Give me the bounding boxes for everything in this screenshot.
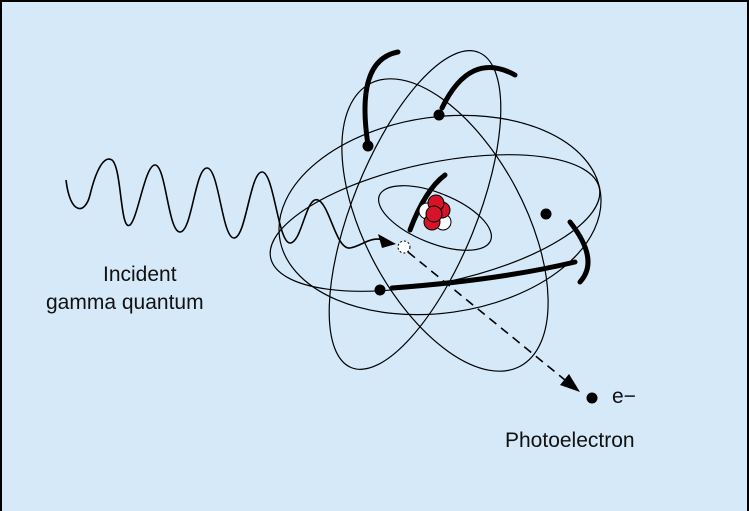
orbit-bold-top-right [442, 67, 515, 108]
gamma-arrowhead [378, 234, 396, 248]
orbit-bold-top-left [365, 52, 398, 145]
electron-top-right [434, 110, 445, 121]
gamma-wave [66, 159, 384, 248]
photoelectron-arrowhead [560, 374, 580, 392]
electron-vacancy [398, 241, 410, 253]
gamma-quantum-label: gamma quantum [46, 290, 204, 316]
electron-right [541, 209, 552, 220]
photoelectron-label: Photoelectron [505, 428, 635, 454]
electron-symbol-label: e− [612, 384, 636, 410]
electron-top-left [363, 141, 374, 152]
electron-free [587, 393, 598, 404]
incident-label: Incident [103, 262, 177, 288]
electron-bottom [375, 285, 386, 296]
